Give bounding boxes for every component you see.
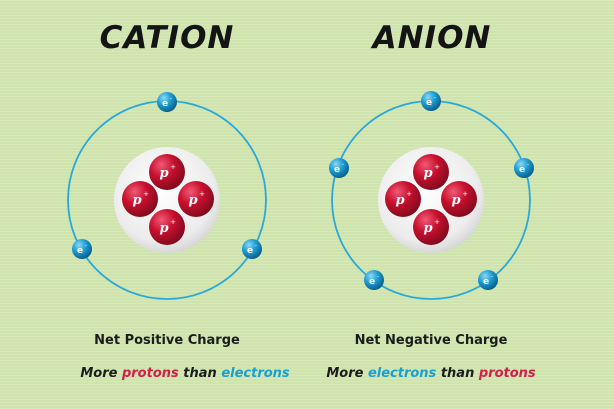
anion-atom: p + p + p + p + e - e - e <box>329 91 534 300</box>
svg-text:-: - <box>85 242 87 249</box>
anion-proton: p + <box>385 181 421 217</box>
svg-text:+: + <box>406 190 412 198</box>
svg-text:e: e <box>77 246 83 256</box>
anion-comparison: More electrons than protons <box>326 366 535 381</box>
anion-comparison-protons: protons <box>478 366 536 381</box>
cation-proton: p + <box>122 181 158 217</box>
svg-text:-: - <box>255 242 257 249</box>
cation-comparison-middle: than <box>178 366 222 381</box>
svg-text:-: - <box>377 273 379 280</box>
svg-text:-: - <box>342 161 344 168</box>
anion-electron: e - <box>421 91 441 111</box>
svg-text:-: - <box>170 95 172 102</box>
anion-proton: p + <box>413 154 449 190</box>
svg-text:e: e <box>247 246 253 256</box>
svg-text:+: + <box>170 163 176 171</box>
svg-text:+: + <box>199 190 205 198</box>
anion-electron: e - <box>514 158 534 178</box>
svg-text:-: - <box>491 273 493 280</box>
cation-title: CATION <box>99 20 235 56</box>
svg-text:-: - <box>527 161 529 168</box>
svg-text:e: e <box>334 165 340 175</box>
cation-comparison-electrons: electrons <box>221 366 290 381</box>
svg-text:+: + <box>462 190 468 198</box>
anion-electron: e - <box>478 270 498 290</box>
svg-text:p: p <box>395 193 404 208</box>
cation-comparison-prefix: More <box>80 366 122 381</box>
cation-proton: p + <box>149 154 185 190</box>
cation-proton: p + <box>178 181 214 217</box>
svg-text:e: e <box>426 98 432 108</box>
cation-charge-label: Net Positive Charge <box>94 333 240 348</box>
anion-comparison-electrons: electrons <box>367 366 437 381</box>
anion-title: ANION <box>372 20 492 56</box>
svg-text:p: p <box>423 221 432 236</box>
svg-text:+: + <box>434 163 440 171</box>
cation-proton: p + <box>149 209 185 245</box>
svg-text:+: + <box>434 218 440 226</box>
anion-charge-label: Net Negative Charge <box>354 333 508 348</box>
svg-text:p: p <box>159 166 168 181</box>
svg-text:+: + <box>143 190 149 198</box>
svg-text:e: e <box>369 277 375 287</box>
anion-proton: p + <box>441 181 477 217</box>
cation-atom: p + p + p + p + e - e - e <box>67 92 267 300</box>
anion-electron: e - <box>329 158 349 178</box>
anion-nucleus <box>378 147 484 253</box>
cation-comparison: More protons than electrons <box>80 366 289 381</box>
cation-electron: e - <box>72 239 92 259</box>
anion-electron: e - <box>364 270 384 290</box>
svg-text:p: p <box>451 193 460 208</box>
svg-text:-: - <box>434 94 436 101</box>
cation-electron: e - <box>242 239 262 259</box>
svg-text:p: p <box>159 221 168 236</box>
anion-comparison-middle: than <box>436 366 479 381</box>
cation-comparison-protons: protons <box>121 366 179 381</box>
svg-text:p: p <box>188 193 197 208</box>
svg-text:p: p <box>423 166 432 181</box>
svg-text:e: e <box>483 277 489 287</box>
cation-nucleus <box>114 147 220 253</box>
svg-text:e: e <box>519 165 525 175</box>
svg-text:p: p <box>132 193 141 208</box>
anion-comparison-prefix: More <box>326 366 368 381</box>
anion-proton: p + <box>413 209 449 245</box>
svg-text:+: + <box>170 218 176 226</box>
cation-electron: e - <box>157 92 177 112</box>
svg-text:e: e <box>162 99 168 109</box>
